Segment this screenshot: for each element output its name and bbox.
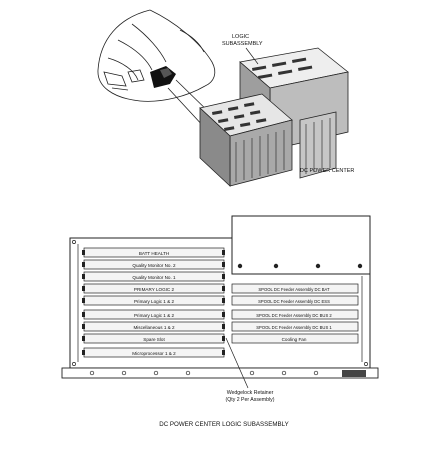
logic-leader-line — [245, 47, 259, 65]
left-card-label: Spare Slot — [143, 337, 165, 342]
card-slot — [231, 309, 359, 320]
logic-label-line1: LOGIC — [232, 34, 249, 40]
figure-caption: DC POWER CENTER LOGIC SUBASSEMBLY — [159, 421, 289, 428]
unit-front-fins — [235, 118, 331, 182]
card-slot — [231, 295, 359, 306]
right-card-label: SPOOL DC Feeder Assembly DC BAT — [258, 287, 330, 292]
logic-label-line2: SUBASSEMBLY — [222, 41, 263, 47]
nose-equipment-highlight — [150, 66, 176, 88]
dc-power-center-label: DC POWER CENTER — [300, 168, 354, 174]
left-card-label: Microprocessor 1 & 2 — [132, 351, 176, 356]
left-card-label: PRIMARY LOGIC 2 — [134, 287, 175, 292]
cover-plate — [231, 215, 371, 275]
card-slot — [231, 283, 359, 294]
left-card-label: BATT HEALTH — [139, 251, 169, 256]
flange-holes — [89, 370, 319, 376]
card-ejector-handles — [82, 250, 225, 355]
dc-power-center-unit — [199, 47, 349, 187]
aircraft-nose-illustration — [97, 9, 216, 102]
unit-vent-slots — [211, 57, 313, 131]
cover-plate-screws — [237, 263, 363, 269]
card-slot — [231, 321, 359, 332]
connector-block — [342, 370, 366, 377]
wedgelock-callout-line2: (Qty 2 Per Assembly) — [225, 397, 274, 403]
left-card-label: Miscellaneous 1 & 2 — [133, 325, 175, 330]
mounting-flange — [61, 367, 379, 379]
wedgelock-leader-line — [225, 337, 249, 389]
left-card-label: Quality Monitor No. 2 — [132, 263, 176, 268]
left-card-column: BATT HEALTH Quality Monitor No. 2 Qualit… — [83, 247, 225, 358]
card-slot — [231, 333, 359, 344]
right-card-label: SPOOL DC Feeder Assembly DC BUS 2 — [256, 313, 332, 318]
left-card-label: Quality Monitor No. 1 — [132, 275, 176, 280]
left-card-label: Primary Logic 1 & 2 — [134, 313, 175, 318]
right-card-column: SPOOL DC Feeder Assembly DC BAT SPOOL DC… — [231, 283, 359, 344]
wedgelock-callout-line1: Wedgelock Retainer — [227, 390, 274, 396]
right-card-label: SPOOL DC Feeder Assembly DC ESS — [258, 299, 330, 304]
right-card-label: Cooling Fan — [282, 337, 307, 342]
right-card-label: SPOOL DC Feeder Assembly DC BUS 1 — [256, 325, 332, 330]
chassis-corner-holes — [72, 240, 368, 366]
left-card-label: Primary Logic 1 & 2 — [134, 299, 175, 304]
